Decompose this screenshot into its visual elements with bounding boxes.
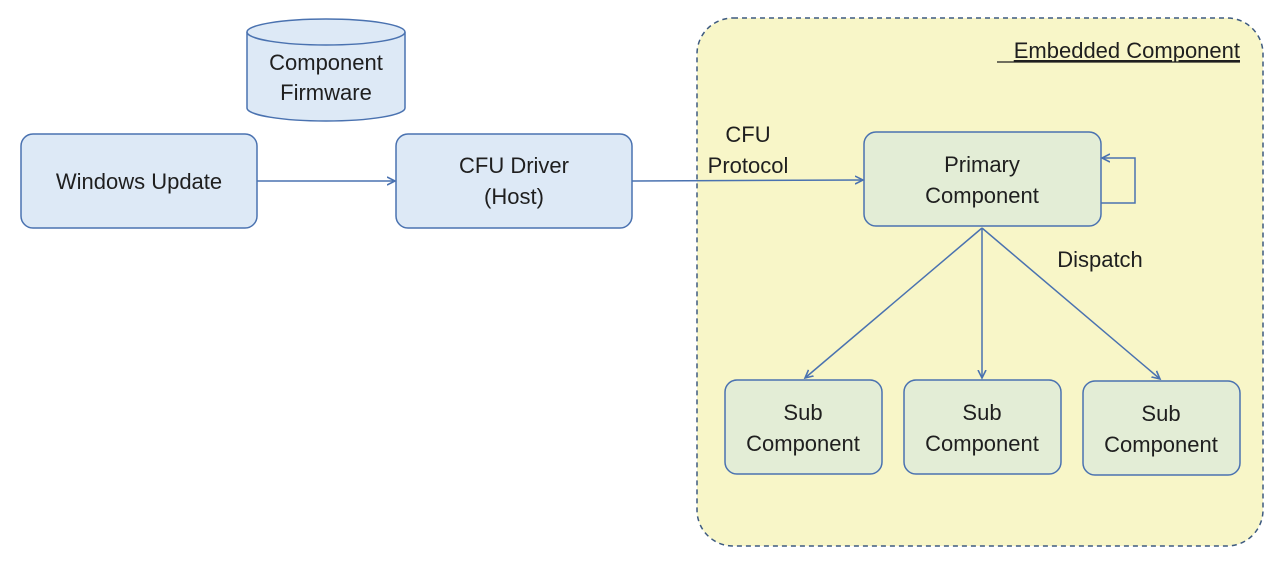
sub-label-line2: Component <box>925 431 1039 456</box>
edge-dispatch-to-sub-left <box>805 227 983 378</box>
cfu-driver-node: CFU Driver (Host) <box>395 133 633 229</box>
cfu-driver-label-line1: CFU Driver <box>459 153 569 178</box>
sub-component-node: Sub Component <box>903 379 1062 475</box>
edges <box>257 158 1160 379</box>
sub-label-line1: Sub <box>783 400 822 425</box>
database-cylinder-icon: Component Firmware <box>246 18 406 122</box>
edge-dispatch-to-sub-right <box>981 227 1160 379</box>
firmware-label-line2: Firmware <box>280 80 372 105</box>
primary-label-line1: Primary <box>944 152 1020 177</box>
edge-driver-to-primary <box>631 180 863 181</box>
protocol-label-line1: CFU <box>725 122 770 147</box>
windows-update-label: Windows Update <box>56 169 222 194</box>
primary-component-node: Primary Component <box>863 131 1102 227</box>
sub-component-node: Sub Component <box>1082 380 1241 476</box>
cfu-driver-label-line2: (Host) <box>484 184 544 209</box>
primary-label-line2: Component <box>925 183 1039 208</box>
edge-primary-self-loop <box>1101 158 1136 204</box>
protocol-label-line2: Protocol <box>708 153 789 178</box>
windows-update-node: Windows Update <box>20 133 258 229</box>
sub-component-node: Sub Component <box>724 379 883 475</box>
sub-label-line1: Sub <box>962 400 1001 425</box>
firmware-label-line1: Component <box>269 50 383 75</box>
region-title: Embedded Component <box>1014 38 1240 63</box>
sub-label-line2: Component <box>746 431 860 456</box>
dispatch-label: Dispatch <box>1057 247 1143 272</box>
sub-label-line1: Sub <box>1141 401 1180 426</box>
sub-label-line2: Component <box>1104 432 1218 457</box>
